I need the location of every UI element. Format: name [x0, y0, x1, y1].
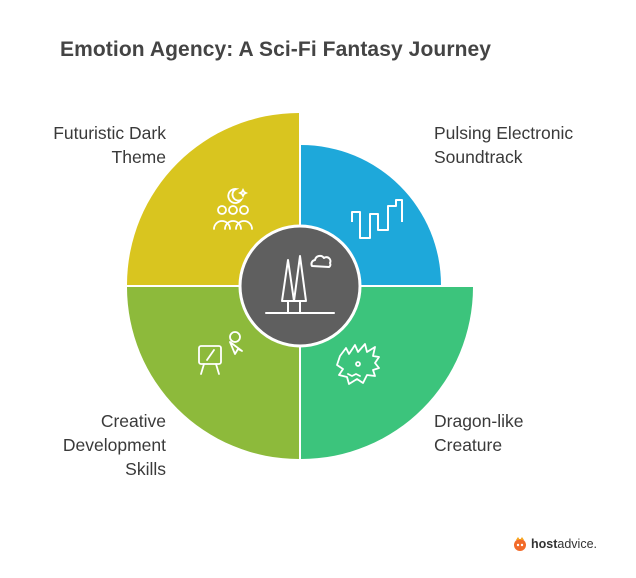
sound-wave-icon: [351, 199, 403, 239]
label-line: Creature: [434, 435, 503, 455]
label-line: Dragon-like: [434, 411, 524, 431]
label-line: Pulsing Electronic: [434, 123, 574, 143]
diagram-title: Emotion Agency: A Sci-Fi Fantasy Journey: [60, 38, 492, 61]
label-line: Theme: [111, 147, 166, 167]
label-creative-development-skills: Creative Development Skills: [63, 409, 166, 481]
brand-host: host: [531, 537, 558, 551]
quadrant-bottom-left: [127, 287, 299, 459]
brand-advice: advice.: [557, 537, 597, 551]
label-futuristic-dark-theme: Futuristic Dark Theme: [53, 121, 166, 169]
label-dragon-like-creature: Dragon-like Creature: [434, 409, 523, 457]
label-line: Development: [62, 435, 166, 455]
hostadvice-mascot-icon: [514, 537, 526, 551]
moon-stars-people-icon: [213, 187, 253, 230]
quadrant-top-left: [127, 113, 299, 285]
label-pulsing-electronic-soundtrack: Pulsing Electronic Soundtrack: [434, 121, 573, 169]
label-line: Skills: [125, 459, 166, 479]
trees-cloud-icon: [265, 254, 335, 314]
label-line: Futuristic Dark: [53, 123, 166, 143]
center-circle: [238, 224, 362, 348]
label-line: Soundtrack: [434, 147, 523, 167]
dragon-icon: [336, 343, 380, 385]
quadrant-bottom-right: [301, 287, 473, 459]
label-line: Creative: [100, 411, 166, 431]
easel-brain-icon: [198, 331, 243, 375]
